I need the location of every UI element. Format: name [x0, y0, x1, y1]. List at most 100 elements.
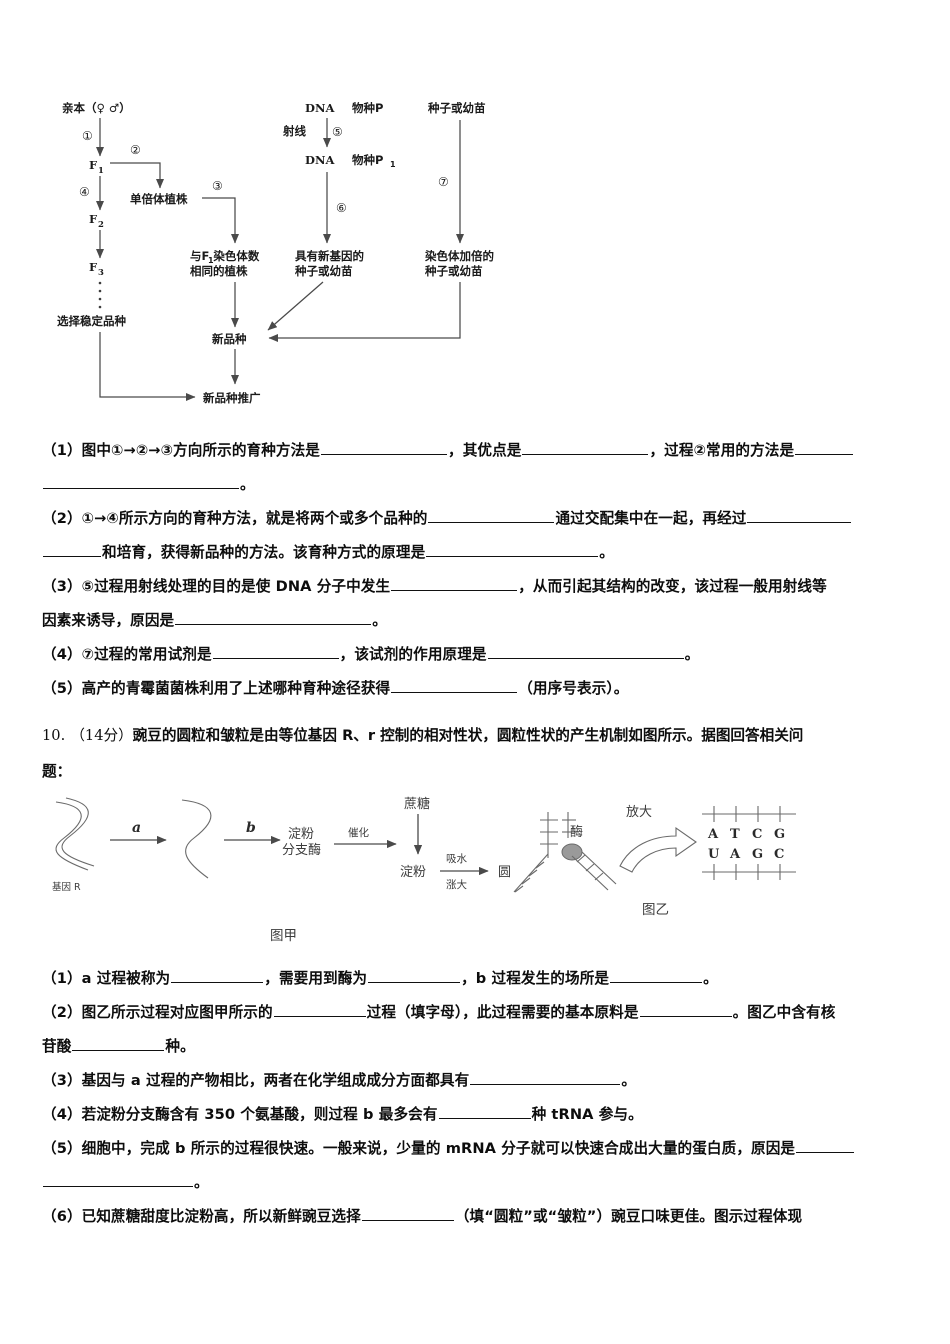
- fig1-node-dna-bottom: DNA: [305, 153, 335, 167]
- enzyme-label: 酶: [570, 824, 583, 840]
- answer-blank[interactable]: [426, 541, 599, 557]
- sucrose-label: 蔗糖: [404, 796, 430, 812]
- fig1-node-f3-sub: 3: [98, 268, 104, 278]
- q9-sub-5: （5）高产的青霉菌菌株利用了上述哪种育种途径获得（用序号表示）。: [42, 672, 914, 706]
- fig1-node-same-chrom-sub: 1: [208, 256, 214, 265]
- q9-sub-1: （1）图中①→②→③方向所示的育种方法是，其优点是，过程②常用的方法是 。: [42, 434, 914, 502]
- fig1-node-f2: F: [89, 212, 98, 226]
- answer-blank[interactable]: [212, 643, 339, 659]
- starch-label: 淀粉: [400, 865, 426, 880]
- q10-sub-5: （5）细胞中，完成 b 所示的过程很快速。一般来说，少量的 mRNA 分子就可以…: [42, 1132, 914, 1200]
- answer-blank[interactable]: [795, 439, 854, 455]
- fig1-node-same-chrom-l2: 相同的植株: [190, 264, 248, 278]
- absorb-water-l2: 涨大: [446, 878, 467, 891]
- figure-yi-caption: 图乙: [642, 902, 669, 918]
- fig1-node-species-p: 物种P: [352, 101, 383, 115]
- catalyze-label: 催化: [348, 826, 369, 839]
- fig1-node-dna-top: DNA: [305, 101, 335, 115]
- fig1-step-1: ①: [82, 129, 93, 143]
- answer-blank[interactable]: [610, 967, 703, 983]
- starch-branching-enzyme-l2: 分支酶: [282, 842, 321, 858]
- answer-blank[interactable]: [43, 541, 101, 557]
- q10-stem: 10. （14分）豌豆的圆粒和皱粒是由等位基因 R、r 控制的相对性状，圆粒性状…: [42, 718, 916, 790]
- fig1-node-select-stable: 选择稳定品种: [57, 314, 126, 328]
- answer-blank[interactable]: [796, 1137, 855, 1153]
- fig1-step-5: ⑤: [332, 125, 343, 139]
- answer-blank[interactable]: [175, 609, 372, 625]
- fig1-step-2: ②: [130, 143, 141, 157]
- round-label: 圆: [498, 865, 511, 880]
- answer-blank[interactable]: [747, 507, 852, 523]
- fig1-label-radiation: 射线: [282, 124, 306, 138]
- magnify-arrow-icon: [619, 826, 697, 873]
- base-top-3: G: [774, 827, 786, 842]
- answer-blank[interactable]: [43, 473, 239, 489]
- fig1-node-f1-sub: 1: [98, 166, 104, 176]
- fig1-node-seed-or-seedling: 种子或幼苗: [427, 101, 486, 115]
- arrow-b-label: b: [246, 820, 256, 836]
- arrow-a-label: a: [132, 820, 141, 836]
- base-bottom-3: C: [774, 847, 785, 862]
- fig1-node-same-chrom-l1: 与F 染色体数: [190, 249, 260, 263]
- absorb-water-l1: 吸水: [446, 853, 467, 865]
- answer-blank[interactable]: [171, 967, 264, 983]
- answer-blank[interactable]: [470, 1069, 621, 1085]
- answer-blank[interactable]: [43, 1171, 193, 1187]
- answer-blank[interactable]: [522, 439, 649, 455]
- q10-sub-2: （2）图乙所示过程对应图甲所示的过程（填字母），此过程需要的基本原料是。图乙中含…: [42, 996, 914, 1064]
- base-bottom-0: U: [708, 847, 720, 862]
- fig1-node-f1: F: [89, 158, 98, 172]
- answer-blank[interactable]: [438, 1103, 531, 1119]
- fig1-node-f3: F: [89, 260, 98, 274]
- figure-jia-caption: 图甲: [270, 928, 297, 944]
- answer-blank[interactable]: [487, 643, 684, 659]
- q10-sub-1: （1）a 过程被称为，需要用到酶为，b 过程发生的场所是。: [42, 962, 914, 996]
- q10-sub-3: （3）基因与 a 过程的产物相比，两者在化学组成成分方面都具有。: [42, 1064, 914, 1098]
- base-top-2: C: [752, 827, 763, 842]
- base-bottom-1: A: [729, 847, 741, 862]
- fig1-node-haploid-plant: 单倍体植株: [130, 192, 188, 206]
- answer-blank[interactable]: [368, 967, 461, 983]
- fig1-node-chrom-double-l2: 种子或幼苗: [424, 264, 483, 278]
- base-pair-table: A T C G U A G C: [702, 806, 796, 880]
- fig1-node-chrom-double-l1: 染色体加倍的: [424, 249, 494, 263]
- answer-blank[interactable]: [72, 1035, 165, 1051]
- fig1-node-promote: 新品种推广: [203, 391, 261, 405]
- pea-round-seed-mechanism-figure: 基因 R a b 淀粉 分支酶 催化 蔗糖 淀粉 吸水 涨大: [48, 792, 808, 957]
- answer-blank[interactable]: [273, 1001, 366, 1017]
- fig1-node-species-p1-sub: 1: [390, 160, 396, 169]
- q10-number: 10.: [42, 727, 66, 744]
- fig1-step-4: ④: [79, 185, 90, 199]
- q9-sub-4: （4）⑦过程的常用试剂是，该试剂的作用原理是。: [42, 638, 914, 672]
- fig1-node-new-gene-l1: 具有新基因的: [295, 249, 364, 263]
- answer-blank[interactable]: [321, 439, 447, 455]
- answer-blank[interactable]: [639, 1001, 732, 1017]
- answer-blank[interactable]: [361, 1205, 454, 1221]
- fig1-node-species-p1: 物种P: [352, 153, 383, 167]
- magnify-label: 放大: [626, 805, 652, 820]
- fig1-node-parent: 亲本（♀ ♂）: [62, 101, 131, 115]
- dna-transcription-bubble: [513, 812, 617, 893]
- starch-branching-enzyme-l1: 淀粉: [288, 827, 314, 842]
- q9-sub-2: （2）①→④所示方向的育种方法，就是将两个或多个品种的通过交配集中在一起，再经过…: [42, 502, 914, 570]
- q9-sub-3: （3）⑤过程用射线处理的目的是使 DNA 分子中发生，从而引起其结构的改变，该过…: [42, 570, 914, 638]
- q10-stem-text: 豌豆的圆粒和皱粒是由等位基因 R、r 控制的相对性状，圆粒性状的产生机制如图所示…: [132, 727, 804, 744]
- q10-sub-4: （4）若淀粉分支酶含有 350 个氨基酸，则过程 b 最多会有种 tRNA 参与…: [42, 1098, 914, 1132]
- fig1-step-6: ⑥: [336, 201, 347, 215]
- base-bottom-2: G: [752, 847, 764, 862]
- answer-blank[interactable]: [391, 575, 518, 591]
- breeding-methods-flowchart: 亲本（♀ ♂） ① F 1 ④ F 2 F 3 选择稳定品种: [40, 90, 570, 415]
- fig1-step-3: ③: [212, 179, 223, 193]
- fig1-node-f2-sub: 2: [98, 220, 104, 230]
- answer-blank[interactable]: [391, 677, 518, 693]
- q10-sub-6: （6）已知蔗糖甜度比淀粉高，所以新鲜豌豆选择（填“圆粒”或“皱粒”）豌豆口味更佳…: [42, 1200, 914, 1234]
- fig1-node-new-variety: 新品种: [212, 332, 247, 346]
- gene-r-double-strand: [55, 797, 95, 871]
- fig1-node-new-gene-l2: 种子或幼苗: [294, 264, 353, 278]
- base-top-0: A: [707, 827, 719, 842]
- answer-blank[interactable]: [428, 507, 555, 523]
- q10-score: （14分）: [70, 727, 133, 744]
- q10-stem-line2: 题：: [42, 763, 72, 780]
- base-top-1: T: [730, 827, 740, 842]
